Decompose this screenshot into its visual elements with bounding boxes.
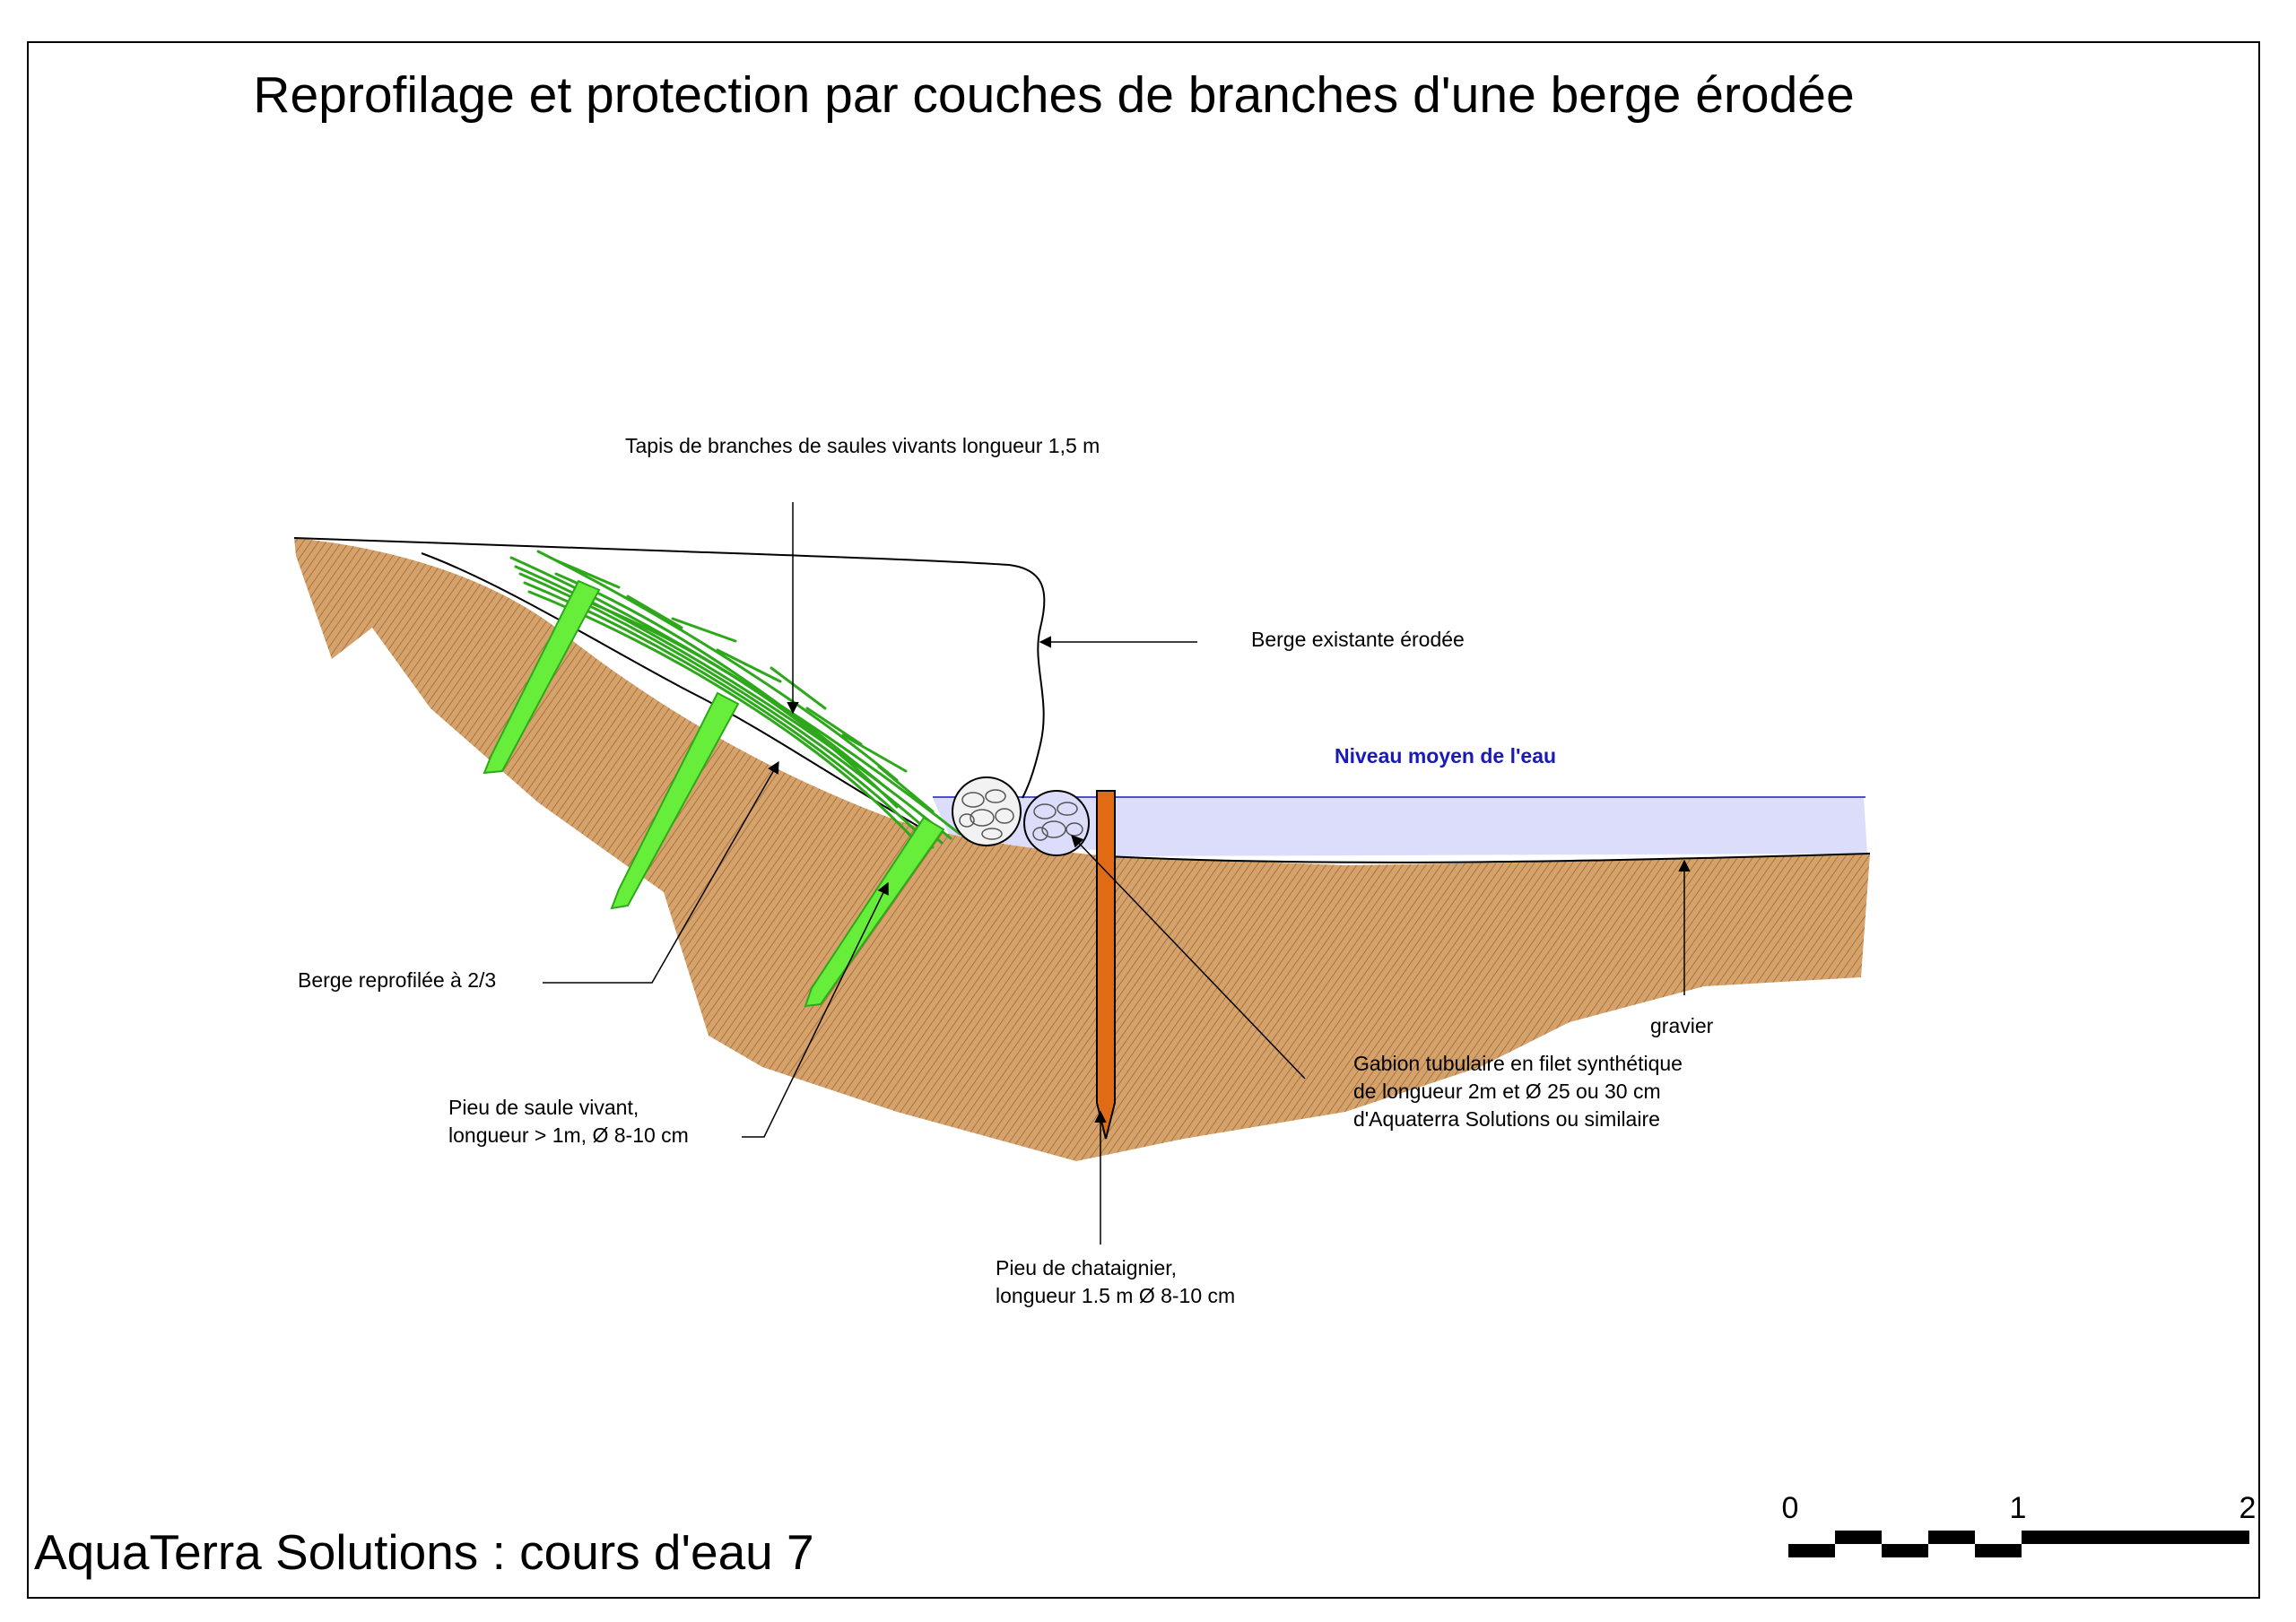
label-tapis: Tapis de branches de saules vivants long… [625, 434, 1100, 457]
leader-pieu-saule [742, 881, 889, 1138]
label-gabion-line3: d'Aquaterra Solutions ou similaire [1353, 1107, 1660, 1131]
label-gabion-line1: Gabion tubulaire en filet synthétique [1353, 1052, 1683, 1075]
leader-berge-reprofilee [543, 760, 779, 984]
existing-bank-line [293, 537, 1046, 799]
label-berge-existante: Berge existante érodée [1251, 628, 1465, 651]
label-gabion: Gabion tubulaire en filet synthétique de… [1353, 1052, 1688, 1131]
label-pieu-saule-line2: longueur > 1m, Ø 8-10 cm [448, 1123, 689, 1147]
scale-bar-segments [1788, 1531, 2249, 1557]
leader-lines [543, 502, 1691, 1245]
water-body [933, 798, 1867, 856]
footer-caption: AquaTerra Solutions : cours d'eau 7 [34, 1524, 814, 1580]
drawing-title: Reprofilage et protection par couches de… [253, 66, 1854, 124]
willow-stake-2 [610, 691, 740, 910]
gabion-right [1023, 790, 1090, 856]
label-pieu-chataignier: Pieu de chataignier, longueur 1.5 m Ø 8-… [996, 1256, 1235, 1307]
gravel-bed-line [1107, 853, 1871, 863]
label-pieu-saule-line1: Pieu de saule vivant, [448, 1096, 639, 1119]
leader-gabion [1071, 835, 1306, 1080]
label-niveau-eau: Niveau moyen de l'eau [1335, 744, 1556, 768]
regraded-bank-line [421, 552, 925, 830]
label-gabion-line2: de longueur 2m et Ø 25 ou 30 cm [1353, 1080, 1661, 1103]
scale-bar: 0 1 2 [1782, 1491, 2257, 1557]
willow-stake-1 [483, 579, 601, 775]
label-pieu-chataignier-line2: longueur 1.5 m Ø 8-10 cm [996, 1284, 1235, 1307]
gabion-left [952, 776, 1022, 846]
willow-branch-mat [509, 550, 961, 852]
chestnut-stake [1096, 790, 1116, 1140]
label-gravier: gravier [1650, 1014, 1714, 1037]
soil-profile [294, 538, 1870, 1161]
label-berge-reprofilee: Berge reprofilée à 2/3 [298, 968, 496, 992]
scale-tick-1: 1 [2010, 1491, 2027, 1525]
scale-tick-0: 0 [1782, 1491, 1799, 1525]
drawing-border [27, 41, 2260, 1599]
willow-stakes [483, 579, 945, 1008]
label-pieu-chataignier-line1: Pieu de chataignier, [996, 1256, 1177, 1279]
label-pieu-saule: Pieu de saule vivant, longueur > 1m, Ø 8… [448, 1096, 689, 1147]
scale-tick-2: 2 [2239, 1491, 2257, 1525]
